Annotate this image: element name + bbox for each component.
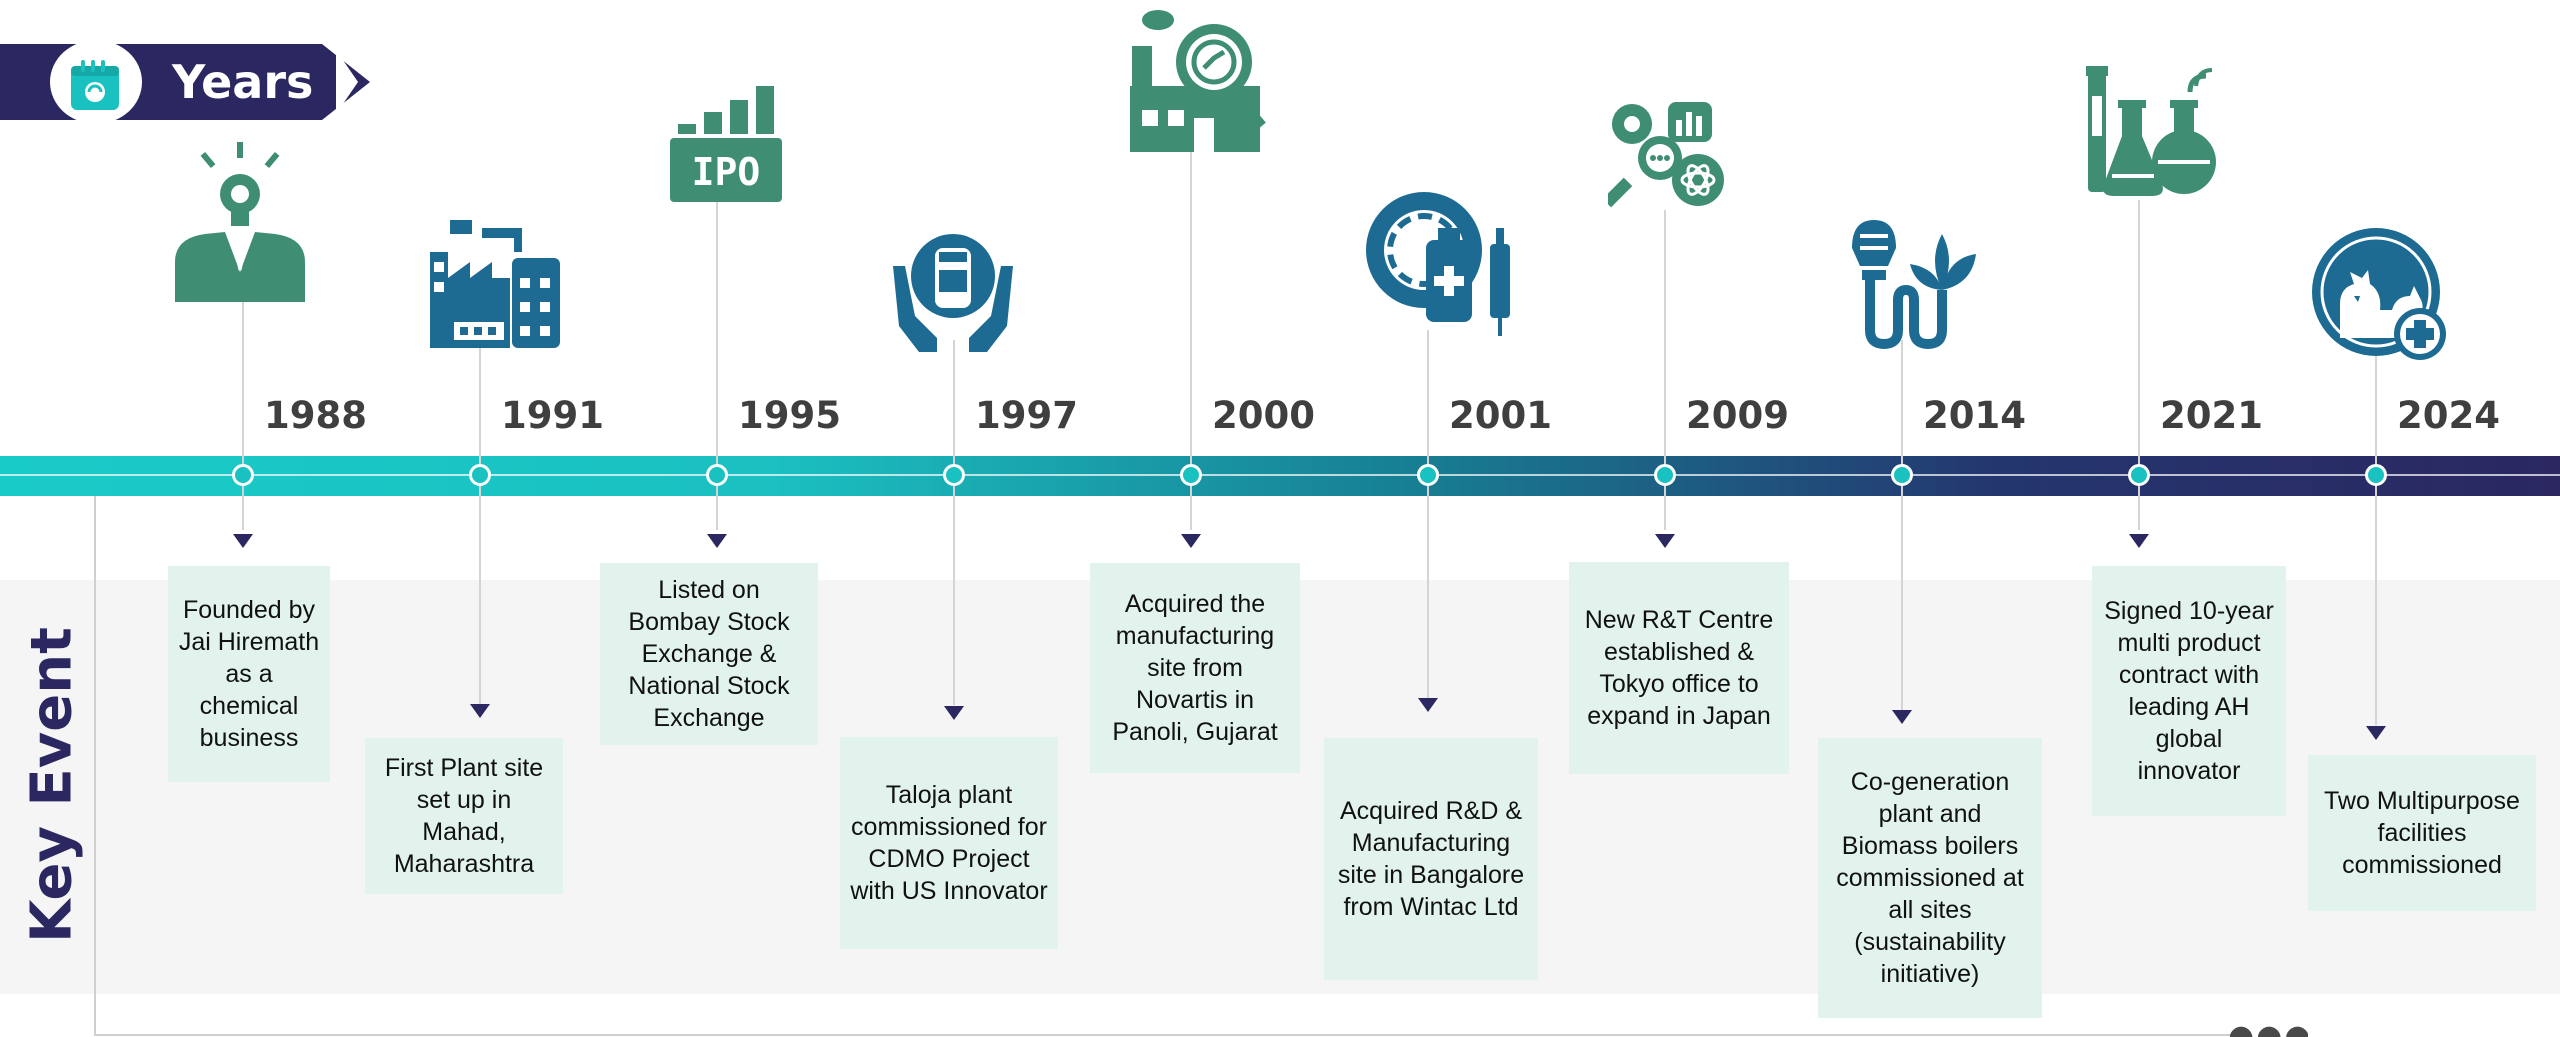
event-text: Founded by Jai Hiremath as a chemical bu… — [178, 596, 320, 752]
event-text: New R&T Centre established & Tokyo offic… — [1584, 606, 1774, 730]
timeline-dot — [943, 464, 965, 486]
timeline-center-line — [0, 474, 2560, 476]
header-arrow-accent — [336, 50, 358, 114]
connector-line — [1664, 210, 1666, 530]
year-label: 2000 — [1212, 394, 1315, 437]
lab-flasks-icon — [2086, 66, 2216, 196]
down-arrow-icon — [1892, 710, 1912, 724]
down-arrow-icon — [1418, 698, 1438, 712]
ipo-chart-icon: IPO — [670, 86, 782, 202]
event-box: Co-generation plant and Biomass boilers … — [1818, 738, 2042, 1018]
connector-line — [953, 340, 955, 705]
event-text: Acquired R&D & Manufacturing site in Ban… — [1337, 797, 1525, 921]
event-text: Co-generation plant and Biomass boilers … — [1836, 768, 2024, 988]
event-box: Acquired the manufacturing site from Nov… — [1090, 563, 1300, 773]
timeline-dot — [2365, 464, 2387, 486]
connector-line — [716, 200, 718, 530]
connector-line — [2138, 200, 2140, 530]
down-arrow-icon — [1181, 534, 1201, 548]
event-box: Signed 10-year multi product contract wi… — [2092, 566, 2286, 816]
year-label: 1997 — [975, 394, 1078, 437]
year-label: 1995 — [738, 394, 841, 437]
event-box: First Plant site set up in Mahad, Mahara… — [365, 738, 563, 894]
year-label: 1991 — [501, 394, 604, 437]
event-text: Taloja plant commissioned for CDMO Proje… — [850, 781, 1048, 905]
year-label: 2021 — [2160, 394, 2263, 437]
event-text: First Plant site set up in Mahad, Mahara… — [384, 754, 544, 878]
event-text: Acquired the manufacturing site from Nov… — [1112, 590, 1278, 746]
down-arrow-icon — [2366, 726, 2386, 740]
event-box: Listed on Bombay Stock Exchange & Nation… — [600, 563, 818, 745]
animal-health-icon — [2312, 228, 2446, 360]
svg-text:IPO: IPO — [692, 150, 761, 194]
timeline-dot — [469, 464, 491, 486]
down-arrow-icon — [944, 706, 964, 720]
connector-line — [2375, 350, 2377, 725]
frame-bottom-line — [94, 1034, 2234, 1036]
event-text: Listed on Bombay Stock Exchange & Nation… — [628, 576, 790, 732]
year-label: 2024 — [2397, 394, 2500, 437]
year-label: 1988 — [264, 394, 367, 437]
frame-left-line — [94, 496, 96, 1036]
research-gears-icon — [1608, 102, 1724, 208]
connector-line — [479, 345, 481, 705]
event-text: Two Multipurpose facilities commissioned — [2324, 787, 2520, 879]
timeline-dot — [2128, 464, 2150, 486]
down-arrow-icon — [233, 534, 253, 548]
medicine-research-icon — [1366, 192, 1510, 336]
down-arrow-icon — [707, 534, 727, 548]
event-box: New R&T Centre established & Tokyo offic… — [1569, 562, 1789, 774]
event-box: Acquired R&D & Manufacturing site in Ban… — [1324, 738, 1538, 980]
year-label: 2009 — [1686, 394, 1789, 437]
header-title: Years — [172, 55, 314, 109]
timeline-dot — [706, 464, 728, 486]
connector-line — [1427, 330, 1429, 700]
connector-line — [1901, 340, 1903, 710]
timeline-bar — [0, 456, 2560, 496]
key-event-label: Key Event — [19, 627, 85, 943]
connector-line — [242, 300, 244, 530]
down-arrow-icon — [1655, 534, 1675, 548]
year-label: 2001 — [1449, 394, 1552, 437]
calendar-icon — [71, 60, 119, 110]
year-label: 2014 — [1923, 394, 2026, 437]
factory-icon — [430, 220, 560, 348]
timeline-dot — [1891, 464, 1913, 486]
timeline-dot — [1417, 464, 1439, 486]
more-dots-icon: ●●● — [2228, 1022, 2308, 1037]
factory-magnifier-icon — [1130, 10, 1266, 152]
timeline-dot — [1654, 464, 1676, 486]
event-box: Two Multipurpose facilities commissioned — [2308, 755, 2536, 911]
event-box: Founded by Jai Hiremath as a chemical bu… — [168, 566, 330, 782]
timeline-dot — [232, 464, 254, 486]
event-text: Signed 10-year multi product contract wi… — [2104, 597, 2274, 785]
timeline-dot — [1180, 464, 1202, 486]
event-box: Taloja plant commissioned for CDMO Proje… — [840, 737, 1058, 949]
down-arrow-icon — [2129, 534, 2149, 548]
connector-line — [1190, 150, 1192, 530]
idea-person-icon — [175, 142, 305, 302]
hands-vial-icon — [893, 234, 1013, 352]
bio-energy-icon — [1852, 220, 1976, 350]
down-arrow-icon — [470, 704, 490, 718]
